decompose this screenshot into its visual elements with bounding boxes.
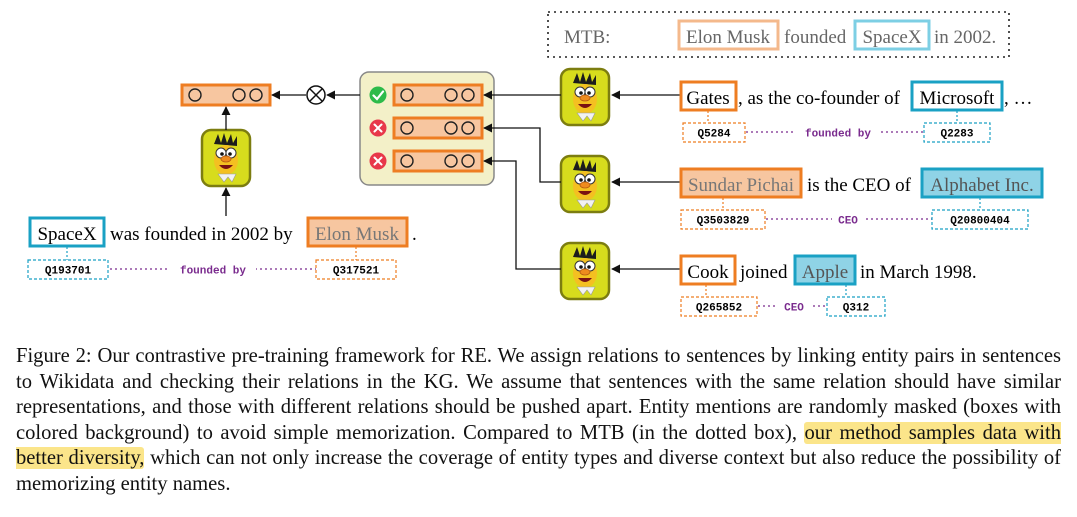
sample2-tail-id: Q20800404 bbox=[950, 216, 1010, 228]
mtb-label: MTB: bbox=[564, 27, 610, 48]
mtb-middle-text: founded bbox=[784, 27, 847, 48]
sample1-tail-id-box bbox=[923, 122, 991, 143]
bert-character-icon bbox=[559, 241, 611, 301]
sample3-head-id-box bbox=[680, 296, 758, 317]
arrow-encoder2-to-vector2 bbox=[483, 123, 561, 183]
cross-icon bbox=[369, 119, 387, 137]
query-end-text: . bbox=[412, 224, 417, 245]
bert-character-icon bbox=[559, 67, 611, 127]
sample2-head-id: Q3503829 bbox=[697, 216, 750, 228]
sample1-middle-text: , as the co-founder of bbox=[738, 88, 901, 109]
candidate-vector-2 bbox=[392, 116, 484, 140]
sample1-head-box bbox=[679, 80, 738, 112]
sample1-tail-id: Q2283 bbox=[940, 129, 973, 141]
sample2-tail-id-box bbox=[931, 209, 1029, 230]
caption-text-start: Figure 2: Our contrastive pre-training f… bbox=[16, 345, 1061, 444]
mtb-end-text: in 2002. bbox=[934, 27, 996, 48]
sample3-end-text: in March 1998. bbox=[860, 262, 977, 283]
sample2-tail-box bbox=[920, 167, 1044, 199]
sample3-tail-id: Q312 bbox=[843, 303, 869, 315]
mtb-tail-box bbox=[853, 19, 931, 51]
sample3-relation: CEO bbox=[784, 303, 804, 315]
query-head-box bbox=[28, 216, 106, 248]
query-vector bbox=[180, 83, 272, 107]
sample2-head-id-box bbox=[680, 209, 766, 230]
candidate-vector-1 bbox=[392, 83, 484, 107]
check-icon bbox=[369, 86, 387, 104]
figure-caption: Figure 2: Our contrastive pre-training f… bbox=[16, 344, 1062, 497]
candidate-vector-3 bbox=[392, 149, 484, 173]
sample3-middle-text: joined bbox=[739, 262, 788, 283]
sample3-head-text: Cook bbox=[687, 262, 729, 283]
sample3-tail-text: Apple bbox=[802, 262, 848, 283]
sample1-head-text: Gates bbox=[686, 88, 729, 109]
query-relation: founded by bbox=[180, 266, 246, 278]
sample1-tail-box bbox=[910, 80, 1004, 112]
bert-character-icon bbox=[559, 154, 611, 214]
sample1-relation: founded by bbox=[805, 129, 871, 141]
sample1-end-text: , … bbox=[1004, 88, 1033, 109]
sample3-head-id: Q265852 bbox=[696, 303, 742, 315]
sample1-tail-text: Microsoft bbox=[920, 88, 996, 109]
sample3-tail-box bbox=[793, 254, 857, 286]
query-tail-id: Q317521 bbox=[333, 266, 380, 278]
query-middle-text: was founded in 2002 by bbox=[110, 224, 293, 245]
query-head-text: SpaceX bbox=[37, 224, 96, 245]
query-tail-box bbox=[306, 216, 409, 248]
query-tail-text: Elon Musk bbox=[315, 224, 399, 245]
sample1-head-id-box bbox=[682, 122, 746, 143]
sample1-head-id: Q5284 bbox=[697, 129, 730, 141]
sample3-head-box bbox=[679, 254, 737, 286]
sample2-relation: CEO bbox=[838, 216, 858, 228]
mtb-head-text: Elon Musk bbox=[686, 27, 770, 48]
sample2-middle-text: is the CEO of bbox=[807, 175, 912, 196]
mtb-tail-text: SpaceX bbox=[862, 27, 921, 48]
bert-character-icon bbox=[200, 128, 252, 188]
sample2-tail-text: Alphabet Inc. bbox=[930, 175, 1033, 196]
arrow-encoder3-to-vector3 bbox=[483, 156, 561, 270]
caption-text-end: which can not only increase the coverage… bbox=[16, 447, 1062, 495]
sample3-tail-id-box bbox=[826, 296, 886, 317]
query-head-id: Q193701 bbox=[45, 266, 92, 278]
sample2-head-text: Sundar Pichai bbox=[688, 175, 794, 196]
framework-figure: MTB: Elon Musk founded SpaceX in 2002. S… bbox=[27, 11, 1044, 317]
query-head-id-box bbox=[27, 259, 109, 280]
mtb-head-box bbox=[677, 19, 780, 51]
sample2-head-box bbox=[679, 167, 803, 199]
cross-icon bbox=[369, 152, 387, 170]
circle-times-icon bbox=[306, 85, 326, 105]
